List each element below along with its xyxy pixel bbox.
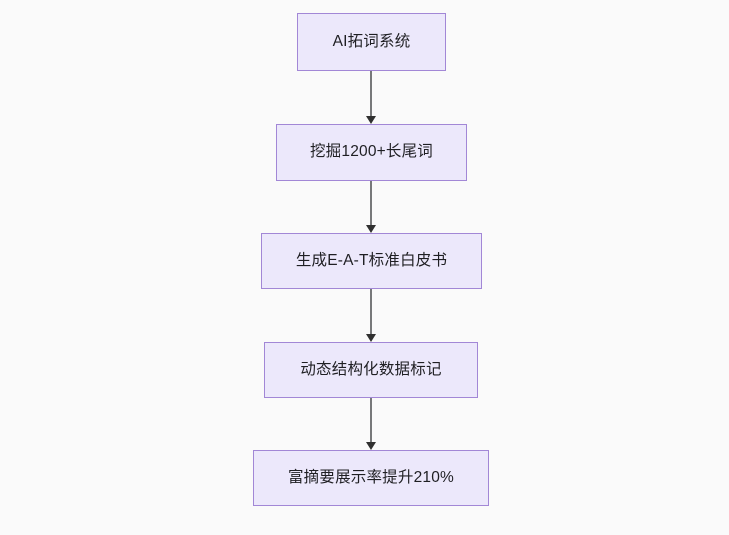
- edge-line: [370, 181, 372, 226]
- flow-node-ai-keyword-system[interactable]: AI拓词系统: [297, 13, 446, 71]
- flow-node-label: 动态结构化数据标记: [300, 360, 442, 378]
- flow-node-label: 富摘要展示率提升210%: [287, 468, 455, 486]
- flow-node-label: 生成E-A-T标准白皮书: [295, 251, 448, 269]
- flow-node-mine-longtail-keywords[interactable]: 挖掘1200+长尾词: [276, 124, 467, 181]
- arrow-head-icon: [365, 116, 376, 124]
- arrow-head-icon: [365, 225, 376, 233]
- flow-node-rich-snippet-impression-uplift[interactable]: 富摘要展示率提升210%: [253, 450, 489, 506]
- flow-node-dynamic-structured-data-markup[interactable]: 动态结构化数据标记: [264, 342, 478, 398]
- edge-line: [370, 71, 372, 117]
- arrow-head-icon: [365, 334, 376, 342]
- arrow-head-icon: [365, 442, 376, 450]
- flow-node-generate-eat-whitepaper[interactable]: 生成E-A-T标准白皮书: [261, 233, 482, 289]
- flow-node-label: 挖掘1200+长尾词: [309, 143, 434, 161]
- flow-node-label: AI拓词系统: [332, 32, 411, 50]
- edge-line: [370, 398, 372, 443]
- edge-line: [370, 289, 372, 335]
